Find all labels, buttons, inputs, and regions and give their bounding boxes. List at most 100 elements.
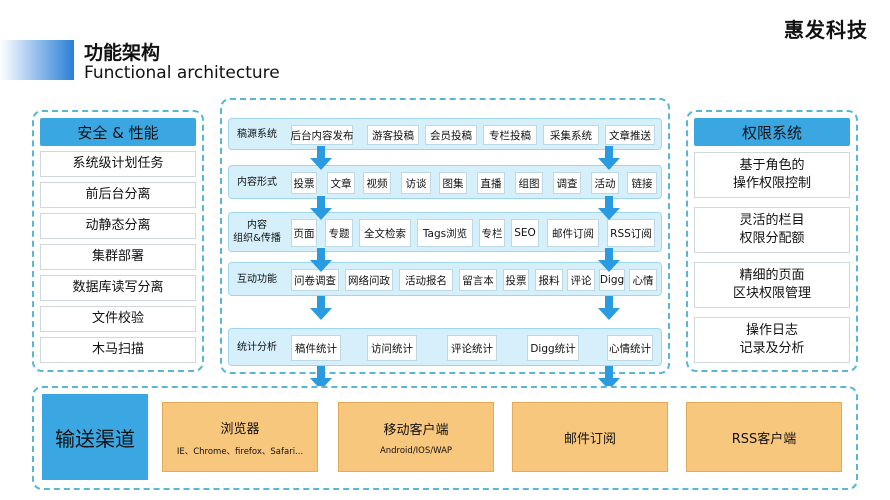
page-title: 功能架构 (84, 42, 161, 64)
channel-subtitle: Android/IOS/WAP (379, 445, 453, 456)
down-arrow-icon (598, 366, 620, 390)
permission-item-line: 操作日志 (745, 323, 798, 339)
down-arrow-icon (598, 248, 620, 272)
row-label: 稿源系统 (229, 119, 285, 149)
page-subtitle: Functional architecture (84, 63, 280, 83)
content-chip: 全文检索 (359, 219, 411, 247)
row-label: 内容组织&传播 (229, 213, 285, 251)
security-item: 数据库读写分离 (40, 275, 196, 301)
permission-item: 操作日志记录及分析 (694, 317, 850, 363)
content-chip: 专栏投稿 (483, 125, 537, 145)
permission-system-header: 权限系统 (694, 118, 850, 146)
row-label-line: 内容形式 (237, 176, 277, 188)
down-arrow-icon (310, 296, 332, 320)
content-chip: SEO (511, 219, 539, 247)
down-arrow-icon (310, 248, 332, 272)
down-arrow-icon (598, 196, 620, 220)
content-chip: 组图 (515, 172, 543, 194)
content-chip: 报料 (535, 269, 563, 291)
content-chip: Digg (599, 269, 625, 291)
security-item: 木马扫描 (40, 337, 196, 363)
down-arrow-icon (598, 146, 620, 170)
channel-destination: 邮件订阅 (512, 402, 668, 472)
content-chip: 视频 (363, 172, 391, 194)
channel-name: 邮件订阅 (563, 431, 616, 447)
content-chip: 游客投稿 (367, 125, 419, 145)
brand-logo-text: 惠发科技 (784, 18, 868, 42)
security-item: 前后台分离 (40, 182, 196, 208)
content-chip: 稿件统计 (291, 335, 341, 361)
content-chip: 投票 (291, 172, 317, 194)
security-item: 文件校验 (40, 306, 196, 332)
permission-item: 基于角色的操作权限控制 (694, 152, 850, 198)
down-arrow-icon (598, 296, 620, 320)
content-chip: 后台内容发布 (291, 125, 354, 145)
down-arrow-icon (310, 196, 332, 220)
row-label: 内容形式 (229, 166, 285, 198)
content-chip: 网络问政 (345, 269, 393, 291)
content-chip: 心情 (629, 269, 657, 291)
content-chip: 访问统计 (367, 335, 417, 361)
permission-item: 灵活的栏目权限分配额 (694, 207, 850, 253)
title-accent-bar (0, 40, 74, 80)
content-chip: 评论 (567, 269, 595, 291)
security-item: 动静态分离 (40, 213, 196, 239)
content-row: 内容形式 投票文章视频访谈图集直播组图调查活动链接 (228, 165, 662, 199)
content-chip: 投票 (503, 269, 529, 291)
content-chip: 链接 (627, 172, 657, 194)
security-performance-panel (32, 110, 204, 372)
permission-item-line: 灵活的栏目 (739, 213, 805, 229)
row-label: 互动功能 (229, 263, 285, 295)
permission-item: 精细的页面区块权限管理 (694, 262, 850, 308)
permission-item-line: 权限分配额 (739, 231, 805, 246)
content-chip: 图集 (439, 172, 467, 194)
content-chip: 调查 (553, 172, 581, 194)
down-arrow-icon (310, 366, 332, 390)
channel-name: 移动客户端 (383, 422, 449, 438)
content-chip: 访谈 (401, 172, 431, 194)
channel-destination: RSS客户端 (686, 402, 842, 472)
channel-subtitle: IE、Chrome、firefox、Safari... (176, 446, 304, 457)
security-item: 系统级计划任务 (40, 151, 196, 177)
content-chip: 专题 (325, 219, 353, 247)
security-item: 集群部署 (40, 244, 196, 270)
content-chip: 活动报名 (399, 269, 453, 291)
down-arrow-icon (310, 146, 332, 170)
permission-item-line: 区块权限管理 (732, 286, 811, 301)
content-chip: 页面 (291, 219, 317, 247)
content-chip: 邮件订阅 (547, 219, 599, 247)
permission-item-line: 操作权限控制 (732, 176, 811, 191)
permission-item-line: 基于角色的 (739, 158, 805, 174)
content-chip: 会员投稿 (425, 125, 477, 145)
content-chip: 活动 (591, 172, 619, 194)
row-label-line: 内容 (247, 220, 267, 231)
delivery-channel-label: 输送渠道 (42, 394, 148, 480)
content-chip: Digg统计 (527, 335, 579, 361)
channel-destination: 浏览器 IE、Chrome、firefox、Safari... (162, 402, 318, 472)
row-label-line: 稿源系统 (237, 128, 277, 140)
row-label-line: 统计分析 (237, 341, 277, 353)
permission-item-line: 精细的页面 (739, 268, 805, 284)
content-row: 统计分析 稿件统计访问统计 评论统计 Digg统计 心情统计 (228, 328, 662, 366)
row-label-line: 组织&传播 (233, 233, 281, 244)
content-chip: 采集系统 (543, 125, 599, 145)
channel-destination: 移动客户端 Android/IOS/WAP (338, 402, 494, 472)
content-chip: RSS订阅 (607, 219, 655, 247)
content-chip: 文章 (327, 172, 355, 194)
row-label-line: 互动功能 (237, 273, 277, 285)
content-chip: 评论统计 (447, 335, 497, 361)
content-chip: 直播 (477, 172, 505, 194)
content-chip: 心情统计 (607, 335, 653, 361)
content-chip: 文章推送 (605, 125, 655, 145)
channel-name: 浏览器 (220, 421, 260, 437)
content-row: 稿源系统 后台内容发布游客投稿会员投稿专栏投稿采集系统文章推送 (228, 118, 662, 150)
content-chip: Tags浏览 (417, 219, 473, 247)
permission-item-line: 记录及分析 (739, 341, 805, 356)
content-chip: 留言本 (459, 269, 497, 291)
channel-name: RSS客户端 (731, 431, 797, 447)
security-performance-header: 安全 & 性能 (40, 118, 196, 146)
content-chip: 问卷调查 (291, 269, 339, 291)
